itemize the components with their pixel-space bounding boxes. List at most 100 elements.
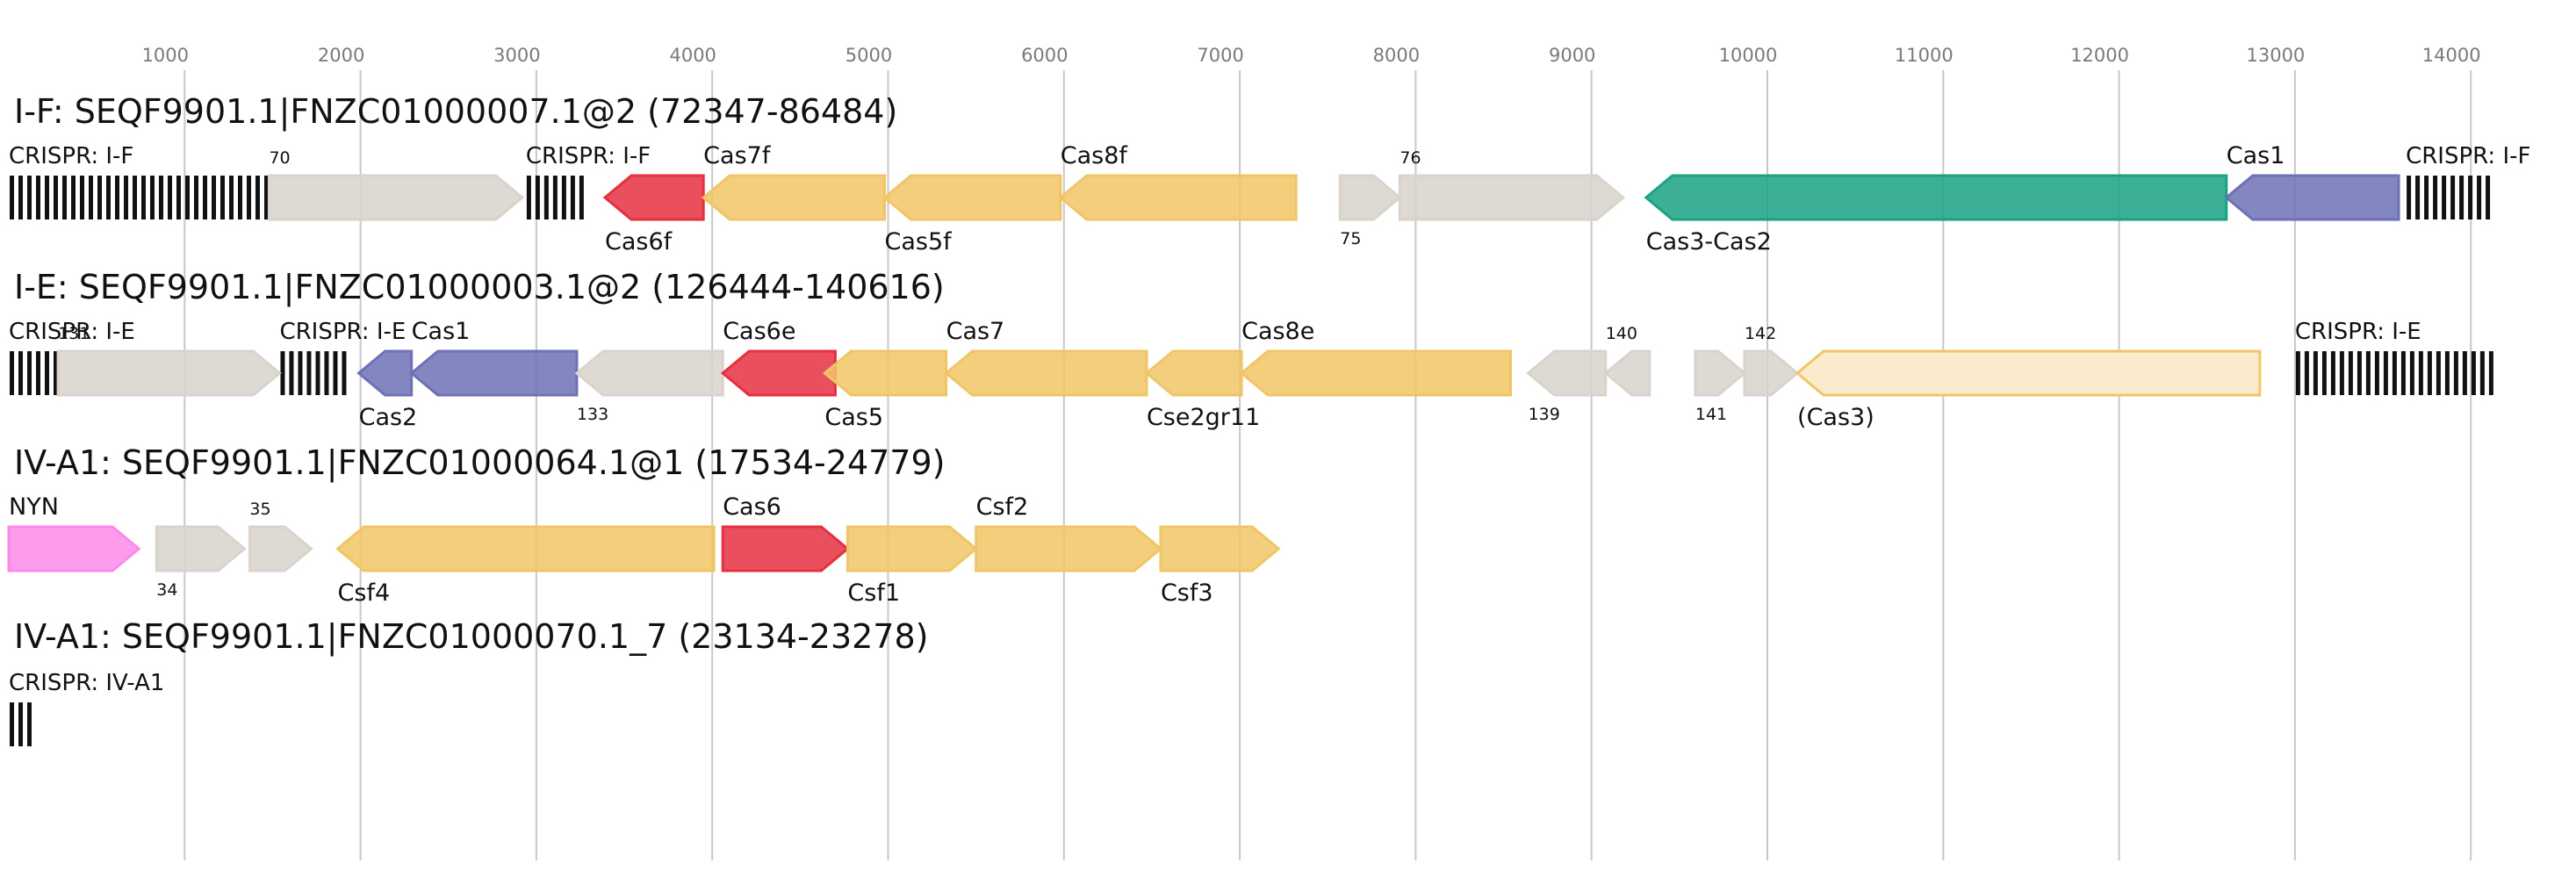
crispr-repeat xyxy=(2365,351,2371,395)
track-title: IV-A1: SEQF9901.1|FNZC01000070.1_7 (2313… xyxy=(14,617,928,657)
tick-label-12000: 12000 xyxy=(2070,45,2129,66)
tick-label-1000: 1000 xyxy=(142,45,189,66)
gene-arrow xyxy=(1159,525,1281,572)
crispr-repeat xyxy=(18,702,23,746)
gene-label: Csf3 xyxy=(1161,579,1213,607)
gene-label: Cas2 xyxy=(359,404,418,431)
crispr-repeat xyxy=(2415,176,2421,220)
gene-cas1: Cas1 xyxy=(409,318,579,397)
gene-label: Cas1 xyxy=(412,318,471,345)
crispr-repeat xyxy=(2339,351,2344,395)
crispr-repeat xyxy=(2471,351,2476,395)
crispr-repeat xyxy=(2462,351,2467,395)
gene-arrow xyxy=(2224,174,2400,221)
gene-70: 70 xyxy=(267,148,525,221)
gene-label: Csf1 xyxy=(847,579,900,607)
gene-arrow xyxy=(1526,349,1608,397)
crispr-repeat xyxy=(2424,176,2429,220)
crispr-repeat xyxy=(552,176,558,220)
crispr-repeat xyxy=(535,176,540,220)
crispr-array: CRISPR: I-E xyxy=(2295,319,2493,395)
crispr-repeat xyxy=(2477,176,2482,220)
gene-label: 34 xyxy=(156,580,177,600)
crispr-repeat xyxy=(2436,351,2441,395)
gene-140: 140 xyxy=(1603,324,1651,397)
gene-label: (Cas3) xyxy=(1797,404,1874,431)
crispr-repeat xyxy=(27,176,32,220)
gene-cas6e: Cas6e xyxy=(720,318,837,397)
crispr-repeat xyxy=(54,176,58,220)
crispr-repeat xyxy=(176,176,181,220)
crispr-repeat xyxy=(185,176,190,220)
crispr-repeat xyxy=(298,351,303,395)
crispr-repeat xyxy=(2468,176,2473,220)
gene-label: Cas7f xyxy=(703,142,772,169)
crispr-label: CRISPR: I-F xyxy=(2406,143,2530,169)
crispr-repeat xyxy=(264,176,269,220)
crispr-array: CRISPR: I-F xyxy=(9,143,269,220)
gene-label: Cas8e xyxy=(1241,318,1314,345)
gene-label: 76 xyxy=(1400,148,1421,168)
tick-label-13000: 13000 xyxy=(2246,45,2305,66)
crispr-repeat xyxy=(141,176,146,220)
gene-cas2: Cas2 xyxy=(356,349,418,431)
gene-label: Cse2gr11 xyxy=(1147,404,1260,431)
gene-csf1: Csf1 xyxy=(845,525,978,607)
tracks: I-F: SEQF9901.1|FNZC01000007.1@2 (72347-… xyxy=(7,92,2530,746)
gene-label: 131 xyxy=(58,324,90,343)
crispr-repeat xyxy=(36,176,40,220)
crispr-repeat xyxy=(2321,351,2327,395)
gene-cas3-cas2: Cas3-Cas2 xyxy=(1644,174,2228,255)
crispr-repeat xyxy=(2407,176,2412,220)
crispr-repeat xyxy=(2295,351,2300,395)
gene-cse2gr11: Cse2gr11 xyxy=(1144,349,1260,431)
gene-label: 35 xyxy=(249,500,270,519)
crispr-repeat xyxy=(168,176,172,220)
crispr-repeat xyxy=(45,176,49,220)
gene-cas5: Cas5 xyxy=(823,349,948,431)
gene-arrow xyxy=(267,174,525,221)
track-2: I-E: SEQF9901.1|FNZC01000003.1@2 (126444… xyxy=(9,268,2493,431)
crispr-repeat xyxy=(2409,351,2414,395)
crispr-repeat xyxy=(2453,351,2458,395)
gene-cas5f: Cas5f xyxy=(882,174,1062,255)
crispr-repeat xyxy=(2357,351,2362,395)
gene-arrow xyxy=(721,525,850,572)
gene-76: 76 xyxy=(1398,148,1626,221)
tick-label-2000: 2000 xyxy=(318,45,364,66)
track-title: IV-A1: SEQF9901.1|FNZC01000064.1@1 (1753… xyxy=(14,443,945,483)
gene-arrow xyxy=(1239,349,1513,397)
gene-141: 141 xyxy=(1694,349,1747,424)
crispr-repeat xyxy=(324,351,329,395)
crispr-repeat xyxy=(2392,351,2397,395)
track-4: IV-A1: SEQF9901.1|FNZC01000070.1_7 (2313… xyxy=(9,617,928,746)
crispr-repeat xyxy=(306,351,312,395)
crispr-label: CRISPR: I-F xyxy=(9,143,133,169)
crispr-repeat xyxy=(255,176,260,220)
crispr-repeat xyxy=(89,176,93,220)
crispr-repeat xyxy=(2486,176,2491,220)
gene-133: 133 xyxy=(574,349,724,424)
gene-75: 75 xyxy=(1338,174,1402,248)
tick-label-8000: 8000 xyxy=(1373,45,1420,66)
crispr-label: CRISPR: I-E xyxy=(279,319,406,345)
gene-arrow xyxy=(1603,349,1651,397)
gene-csf4: Csf4 xyxy=(335,525,716,607)
crispr-repeat xyxy=(10,176,14,220)
gene-arrow xyxy=(335,525,716,572)
crispr-repeat xyxy=(229,176,234,220)
gene-label: Cas6e xyxy=(723,318,795,345)
gene-arrow xyxy=(975,525,1163,572)
crispr-repeat xyxy=(2479,351,2485,395)
gene-label: Cas5 xyxy=(824,404,883,431)
crispr-repeat xyxy=(2400,351,2406,395)
crispr-repeat xyxy=(36,351,40,395)
crispr-repeat xyxy=(27,351,32,395)
crispr-repeat xyxy=(280,351,285,395)
gene-label: 75 xyxy=(1340,229,1361,248)
gene-csf2: Csf2 xyxy=(975,493,1163,572)
gene-label: 133 xyxy=(577,405,608,424)
crispr-repeat xyxy=(526,176,531,220)
gene-label: Cas3-Cas2 xyxy=(1646,228,1772,255)
